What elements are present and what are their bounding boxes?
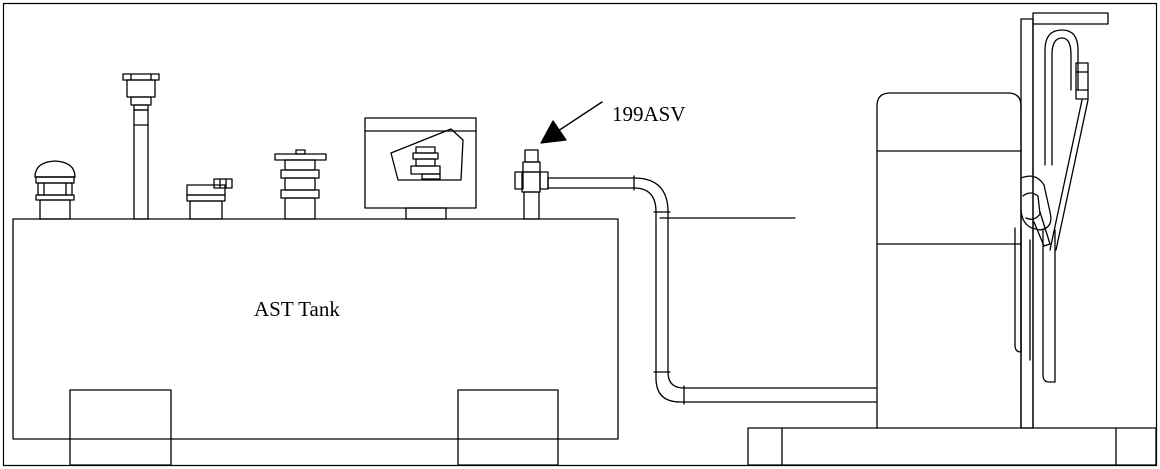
tank-body xyxy=(12,218,619,440)
emergency-vent-fitting xyxy=(274,149,327,220)
spill-containment-box xyxy=(364,117,477,220)
callout-arrow-shaft xyxy=(557,101,603,132)
ast-tank: AST Tank xyxy=(12,218,619,466)
tank-saddle-right xyxy=(457,389,559,466)
callout-arrow-head xyxy=(540,120,567,144)
dispenser-base xyxy=(747,427,1157,466)
dispenser-cabinet xyxy=(876,92,1022,429)
dispenser-hose xyxy=(1044,29,1079,166)
mushroom-vent-fitting xyxy=(34,160,76,220)
callout-label: 199ASV xyxy=(612,102,686,126)
dispenser-nozzle xyxy=(1020,175,1052,231)
fill-cap-fitting xyxy=(186,178,233,220)
tank-label: AST Tank xyxy=(254,297,340,321)
supply-piping xyxy=(547,175,878,405)
dispenser-mast xyxy=(1020,18,1034,429)
asv-callout: 199ASV xyxy=(540,101,686,144)
fuel-dispenser xyxy=(747,12,1157,466)
tall-vent-pipe xyxy=(122,73,160,220)
asv-valve-199 xyxy=(514,149,549,220)
tank-saddle-left xyxy=(69,389,172,466)
